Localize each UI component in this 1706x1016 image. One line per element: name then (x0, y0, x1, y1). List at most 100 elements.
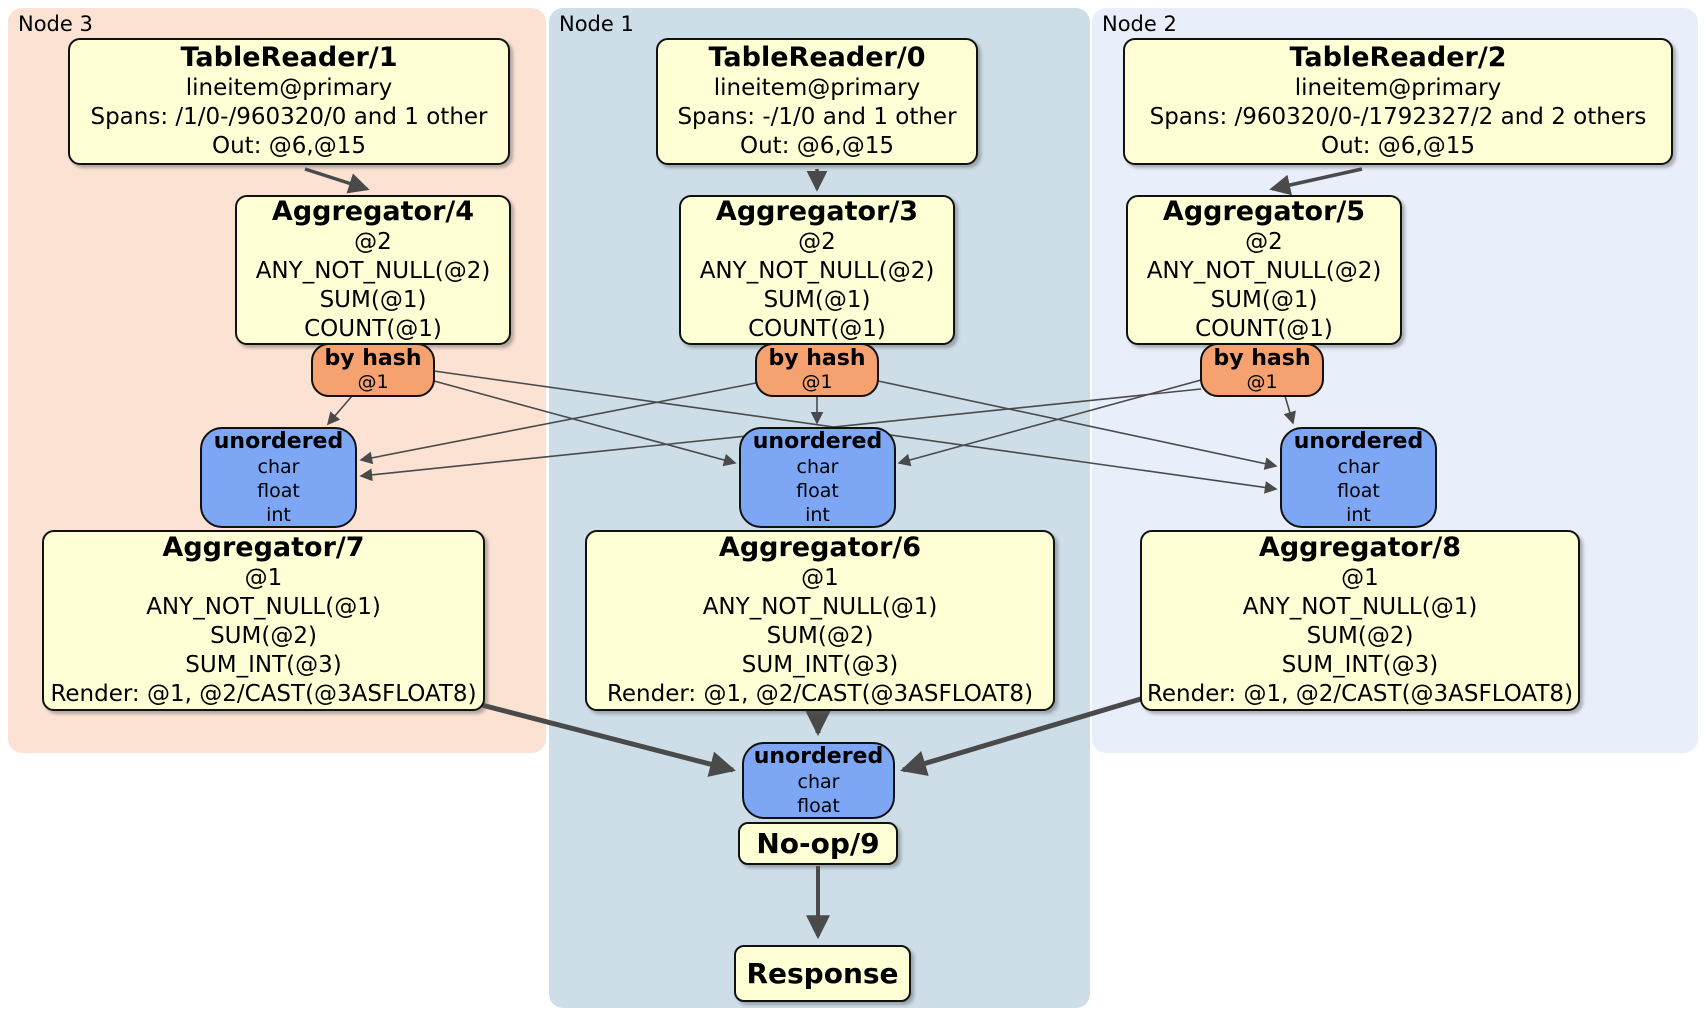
processor-noop-9: No-op/9 (738, 822, 898, 865)
processor-aggregator-4: Aggregator/4 @2 ANY_NOT_NULL(@2) SUM(@1)… (235, 195, 511, 345)
processor-detail: Render: @1, @2/CAST(@3ASFLOAT8) (50, 681, 477, 707)
sync-stream: char (796, 456, 839, 478)
processor-tablereader-2: TableReader/2 lineitem@primary Spans: /9… (1123, 38, 1673, 165)
processor-detail: ANY_NOT_NULL(@2) (1146, 258, 1382, 284)
edge-router2-sync1 (897, 379, 1202, 467)
sync-stream: char (1337, 456, 1380, 478)
processor-title: No-op/9 (756, 827, 880, 860)
sync-title: unordered (752, 429, 883, 454)
sync-stream: char (257, 456, 300, 478)
response-node: Response (734, 945, 911, 1002)
sync-stream: int (1346, 504, 1371, 526)
processor-detail: @1 (244, 565, 283, 591)
processor-detail: SUM(@1) (1210, 287, 1318, 313)
processor-title: Aggregator/7 (162, 532, 365, 563)
processor-detail: @1 (1341, 565, 1379, 591)
processor-detail: @2 (798, 229, 836, 255)
edge-router1-sync3 (359, 382, 757, 465)
processor-title: TableReader/1 (180, 42, 398, 73)
processor-aggregator-7: Aggregator/7 @1 ANY_NOT_NULL(@1) SUM(@2)… (42, 530, 485, 711)
sync-stream: float (1337, 480, 1380, 502)
processor-detail: SUM_INT(@3) (1281, 652, 1439, 678)
router-detail: @1 (357, 371, 389, 393)
sync-stream: float (797, 795, 840, 817)
sync-title: unordered (753, 744, 884, 769)
processor-tablereader-1: TableReader/1 lineitem@primary Spans: /1… (68, 38, 510, 165)
sync-title: unordered (1293, 429, 1424, 454)
sync-unordered-node2: unordered char float int (1280, 427, 1437, 528)
sync-title: unordered (213, 429, 344, 454)
router-title: by hash (768, 346, 866, 371)
processor-detail: SUM(@2) (1306, 623, 1414, 649)
edge-router3-sync1 (433, 380, 737, 467)
sync-stream: float (257, 480, 300, 502)
sync-stream: int (805, 504, 830, 526)
processor-detail: SUM(@2) (210, 623, 317, 649)
processor-detail: lineitem@primary (185, 75, 393, 101)
processor-detail: ANY_NOT_NULL(@1) (702, 594, 938, 620)
processor-detail: Out: @6,@15 (740, 133, 894, 159)
processor-detail: lineitem@primary (1294, 75, 1502, 101)
processor-detail: COUNT(@1) (1195, 316, 1333, 342)
sync-stream: float (796, 480, 839, 502)
processor-detail: ANY_NOT_NULL(@1) (1242, 594, 1478, 620)
processor-title: TableReader/2 (1289, 42, 1507, 73)
processor-title: Aggregator/4 (271, 196, 475, 227)
node3-region-label: Node 3 (18, 12, 93, 36)
edge-tablereader2-aggregator5 (1269, 167, 1363, 196)
sync-unordered-final: unordered char float (742, 742, 895, 819)
processor-detail: SUM_INT(@3) (741, 652, 899, 678)
router-title: by hash (1213, 346, 1311, 371)
edge-router1-sync2 (877, 380, 1278, 470)
sync-unordered-node3: unordered char float int (200, 427, 357, 528)
processor-detail: Render: @1, @2/CAST(@3ASFLOAT8) (1146, 681, 1574, 707)
node1-region-label: Node 1 (559, 12, 634, 36)
processor-aggregator-3: Aggregator/3 @2 ANY_NOT_NULL(@2) SUM(@1)… (679, 195, 955, 345)
sync-unordered-node1: unordered char float int (739, 427, 896, 528)
processor-detail: Spans: /960320/0-/1792327/2 and 2 others (1149, 104, 1647, 130)
router-detail: @1 (801, 371, 833, 393)
processor-detail: SUM(@1) (763, 287, 871, 313)
node2-region-label: Node 2 (1102, 12, 1177, 36)
edge-router3-sync3 (326, 395, 353, 426)
processor-title: TableReader/0 (708, 42, 926, 73)
router-by-hash-node3: by hash @1 (311, 343, 435, 397)
processor-detail: ANY_NOT_NULL(@2) (699, 258, 935, 284)
processor-detail: COUNT(@1) (748, 316, 886, 342)
sync-stream: char (797, 771, 840, 793)
processor-title: Aggregator/3 (715, 196, 919, 227)
processor-detail: ANY_NOT_NULL(@1) (146, 594, 381, 620)
processor-title: Aggregator/6 (718, 532, 922, 563)
router-by-hash-node2: by hash @1 (1200, 343, 1324, 397)
processor-title: Response (746, 957, 899, 990)
processor-detail: SUM_INT(@3) (185, 652, 342, 678)
processor-detail: @2 (354, 229, 392, 255)
edge-aggregator7-syncfinal (469, 699, 736, 777)
router-title: by hash (324, 346, 422, 371)
processor-tablereader-0: TableReader/0 lineitem@primary Spans: -/… (656, 38, 978, 165)
processor-detail: Render: @1, @2/CAST(@3ASFLOAT8) (606, 681, 1034, 707)
processor-detail: Spans: /1/0-/960320/0 and 1 other (90, 104, 488, 130)
sync-stream: int (266, 504, 291, 526)
processor-detail: Spans: -/1/0 and 1 other (677, 104, 957, 130)
processor-detail: SUM(@2) (766, 623, 874, 649)
processor-detail: COUNT(@1) (304, 316, 442, 342)
edge-aggregator8-syncfinal (900, 695, 1145, 776)
processor-aggregator-6: Aggregator/6 @1 ANY_NOT_NULL(@1) SUM(@2)… (585, 530, 1055, 711)
processor-detail: lineitem@primary (713, 75, 921, 101)
processor-detail: Out: @6,@15 (1321, 133, 1475, 159)
router-by-hash-node1: by hash @1 (755, 343, 879, 397)
processor-detail: SUM(@1) (319, 287, 427, 313)
processor-aggregator-8: Aggregator/8 @1 ANY_NOT_NULL(@1) SUM(@2)… (1140, 530, 1580, 711)
edge-router2-sync2 (1283, 395, 1296, 425)
processor-detail: @1 (801, 565, 839, 591)
processor-aggregator-5: Aggregator/5 @2 ANY_NOT_NULL(@2) SUM(@1)… (1126, 195, 1402, 345)
processor-title: Aggregator/8 (1258, 532, 1462, 563)
edge-tablereader1-aggregator4 (304, 167, 370, 194)
processor-detail: Out: @6,@15 (212, 133, 366, 159)
router-detail: @1 (1246, 371, 1278, 393)
processor-detail: ANY_NOT_NULL(@2) (255, 258, 491, 284)
processor-title: Aggregator/5 (1162, 196, 1366, 227)
